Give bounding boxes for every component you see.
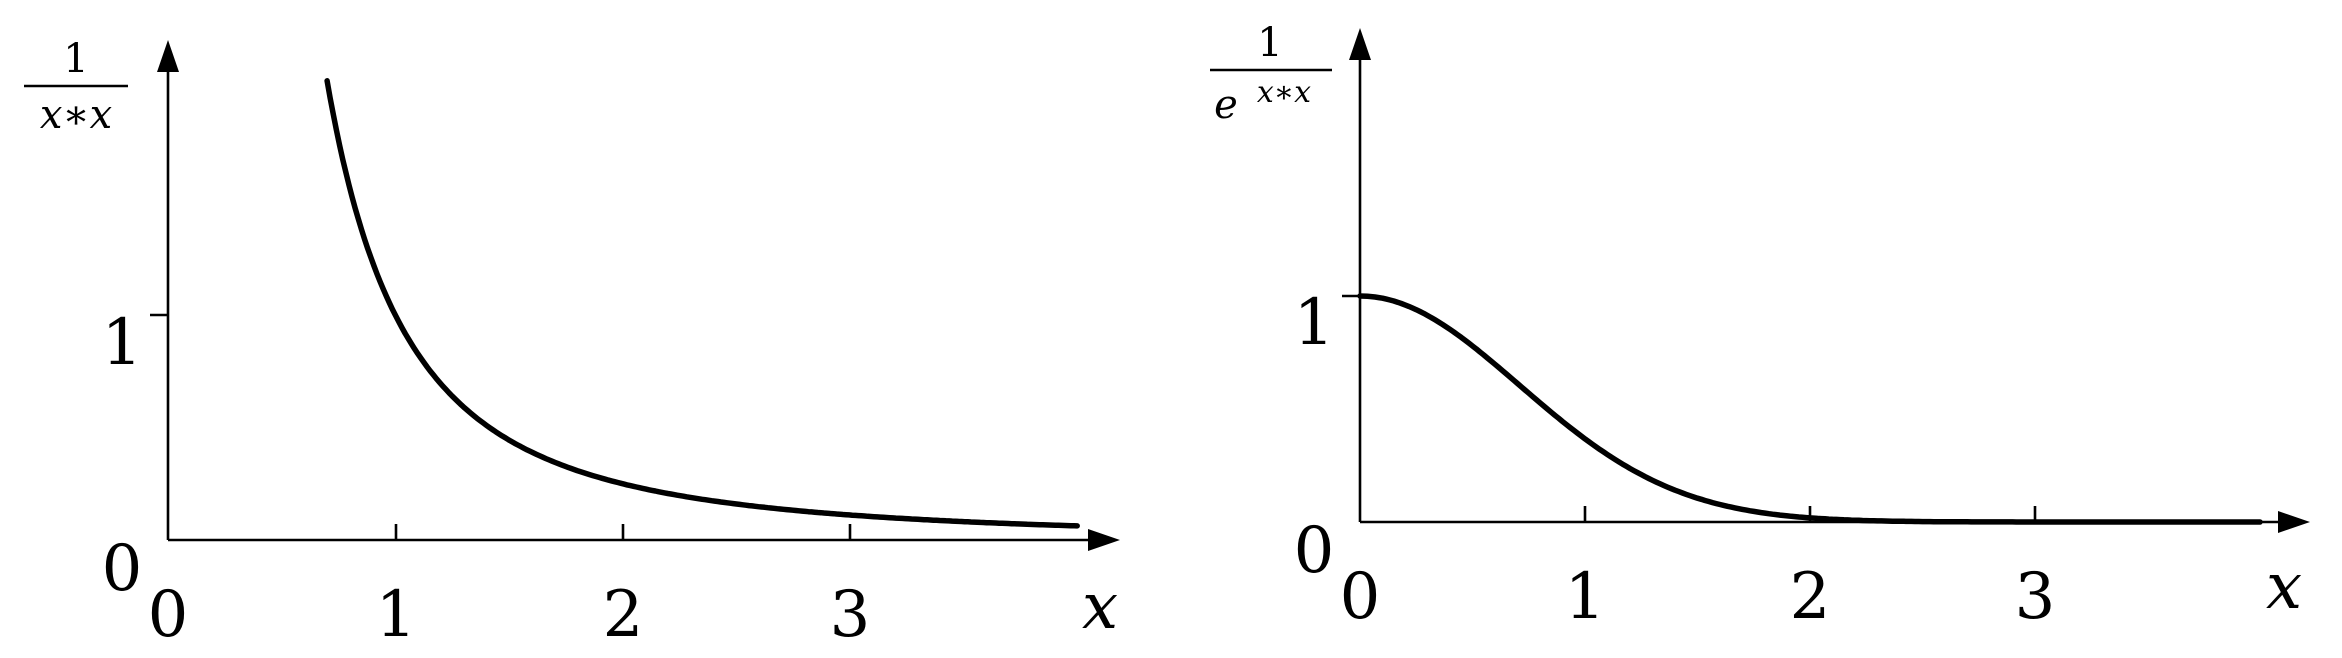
series-line-left — [324, 78, 1080, 529]
y-axis-label-right: 1 e x∗x — [1210, 20, 1332, 128]
x-axis-label-right: x — [2266, 550, 2302, 624]
y-label-denominator-exp-right: x∗x — [1257, 75, 1311, 110]
y-tick-label-0-right: 0 — [1294, 514, 1335, 588]
y-label-numerator-right: 1 — [1257, 20, 1282, 66]
x-tick-label-2-right: 2 — [1790, 560, 1831, 634]
x-tick-label-0-left: 0 — [148, 578, 189, 652]
y-axis-arrow-right — [1349, 28, 1371, 60]
series-line-right — [1357, 293, 2263, 525]
x-tick-label-3-left: 3 — [830, 578, 871, 652]
chart-left: 0 1 2 3 0 1 x 1 x∗x — [24, 36, 1120, 652]
y-label-denominator-base-right: e — [1214, 82, 1238, 128]
x-tick-label-2-left: 2 — [603, 578, 644, 652]
y-axis-arrow-left — [157, 40, 179, 72]
x-tick-label-3-right: 3 — [2015, 560, 2056, 634]
y-label-numerator-left: 1 — [63, 36, 88, 82]
y-label-denominator-left: x∗x — [40, 92, 112, 138]
y-axis-label-left: 1 x∗x — [24, 36, 128, 138]
y-tick-label-0-left: 0 — [102, 532, 143, 606]
x-tick-label-0-right: 0 — [1340, 560, 1381, 634]
y-tick-label-1-right: 1 — [1294, 286, 1335, 360]
y-tick-label-1-left: 1 — [102, 306, 143, 380]
x-axis-arrow-right — [2278, 511, 2310, 533]
chart-right: 0 1 2 3 0 1 x 1 e x∗x — [1210, 20, 2310, 634]
x-axis-arrow-left — [1088, 529, 1120, 551]
x-axis-label-left: x — [1082, 570, 1118, 644]
x-tick-label-1-left: 1 — [376, 578, 417, 652]
x-tick-label-1-right: 1 — [1565, 560, 1606, 634]
